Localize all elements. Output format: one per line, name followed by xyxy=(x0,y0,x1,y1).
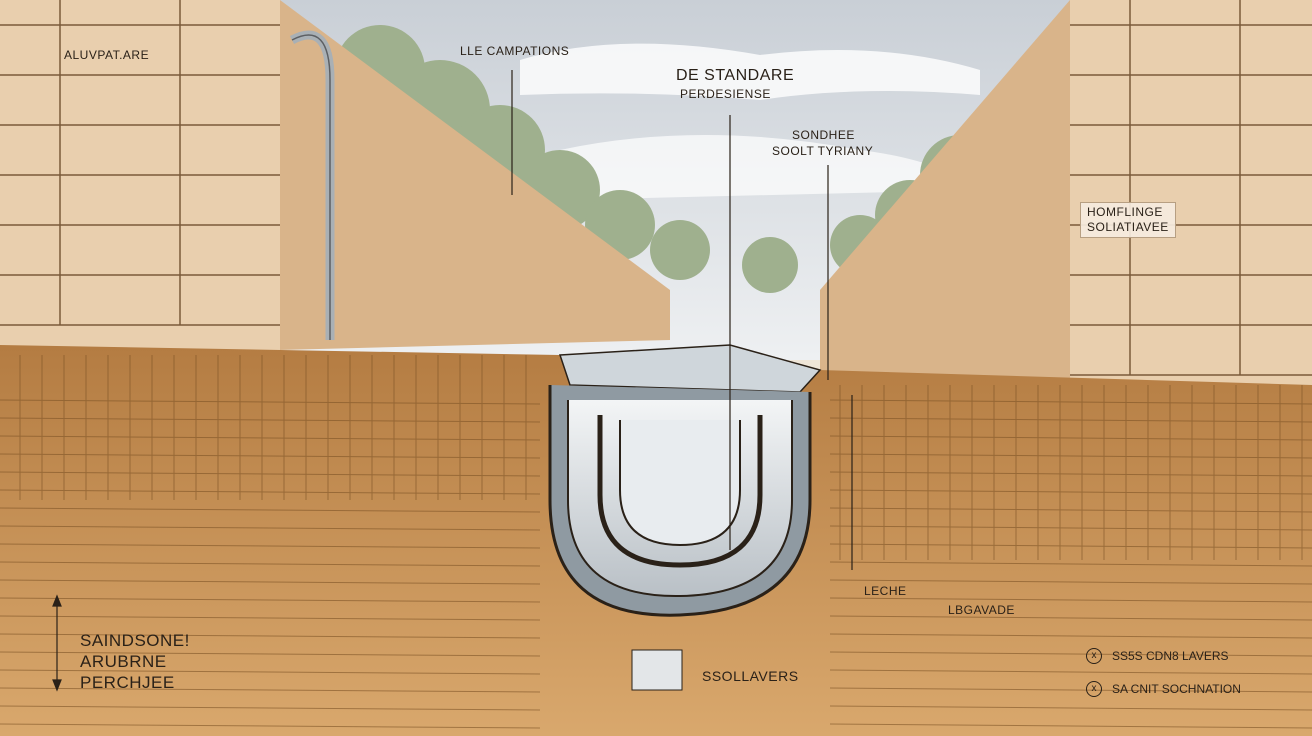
label-soil-type-1: SONDHEE xyxy=(792,128,855,142)
label-sandstone-2: ARUBRNE xyxy=(80,652,167,671)
label-sandstone-1: SAINDSONE! xyxy=(80,631,190,650)
legend-text: SA CNIT SOCHNATION xyxy=(1112,682,1241,696)
legend-marker-icon: x xyxy=(1086,648,1102,664)
label-standard-title: DE STANDARE xyxy=(676,67,795,84)
cloud xyxy=(560,135,980,200)
label-sandstone-3: PERCHJEE xyxy=(80,673,175,692)
label-lbgavade: LBGAVADE xyxy=(948,603,1015,617)
label-campaigns: LLE CAMPATIONS xyxy=(460,44,570,58)
label-soil-layers: SSOLLAVERS xyxy=(702,668,799,684)
u-channel-drain xyxy=(548,385,812,617)
leader-lines xyxy=(52,70,853,692)
cloud xyxy=(520,43,980,100)
legend-marker-icon: x xyxy=(1086,681,1102,697)
legend-item-1: x SS5S CDN8 LAVERS xyxy=(1086,648,1229,664)
trench-opening xyxy=(558,344,822,393)
label-sandstone-block: SAINDSONE! ARUBRNE PERCHJEE xyxy=(80,630,190,693)
label-leche: LECHE xyxy=(864,584,907,598)
legend-text: SS5S CDN8 LAVERS xyxy=(1112,649,1229,663)
label-standard-sub: PERDESIENSE xyxy=(680,87,771,101)
label-right-box: HOMFLINGE SOLIATIAVEE xyxy=(1080,202,1176,238)
label-soil-type-2: SOOLT TYRIANY xyxy=(772,144,874,158)
legend-item-2: x SA CNIT SOCHNATION xyxy=(1086,681,1241,697)
base-block xyxy=(631,649,683,691)
label-top-left: ALUVPAT.ARE xyxy=(64,48,150,62)
label-right-box-line-2: SOLIATIAVEE xyxy=(1087,220,1169,234)
label-right-box-line-1: HOMFLINGE xyxy=(1087,205,1163,219)
